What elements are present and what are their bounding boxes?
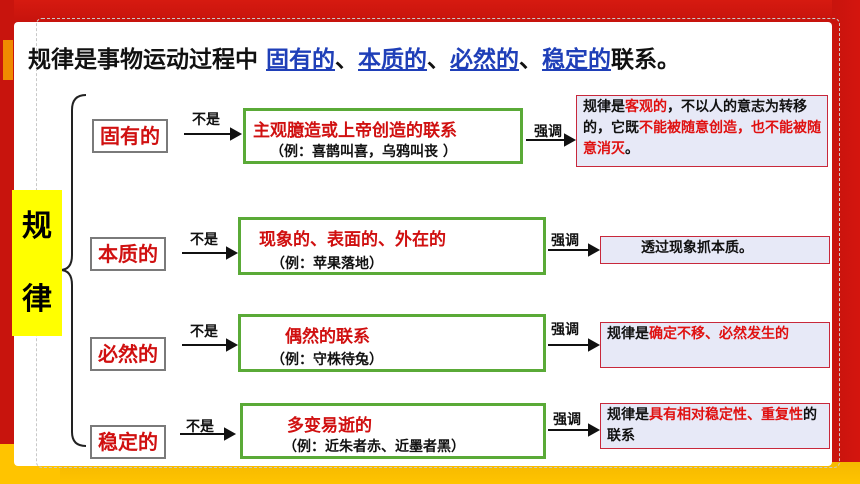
not-is-4: 不是 [186, 419, 214, 435]
negation-example-4: （例：近朱者赤、近墨者黑） [283, 439, 465, 455]
label-essential: 本质的 [90, 237, 166, 271]
point-3-a: 规律是 [607, 326, 649, 342]
frame-right-bar [832, 0, 860, 484]
title-prefix: 规律是事物运动过程中 [28, 47, 258, 73]
point-1-d: 不能被随意创造，也不能被随意消灭 [583, 120, 821, 157]
point-1-b: 客观的 [625, 99, 667, 115]
side-tab-marker [3, 40, 13, 80]
root-brace [59, 94, 87, 447]
point-4-a: 规律是 [607, 407, 649, 423]
point-4-c: 的联系 [607, 407, 817, 444]
emphasis-label-2: 强调 [551, 233, 579, 249]
title-sep-3: 、 [519, 47, 543, 73]
negation-main-1: 主观臆造或上帝创造的联系 [253, 121, 457, 141]
title-sep-2: 、 [427, 47, 451, 73]
point-box-4: 规律是具有相对稳定性、重复性的联系 [600, 403, 830, 449]
emphasis-label-1: 强调 [534, 124, 562, 140]
title-term-inherent: 固有的 [266, 47, 336, 73]
root-char-2: 律 [22, 281, 52, 317]
not-is-3: 不是 [190, 324, 218, 340]
negation-example-1: （例：喜鹊叫喜，乌鸦叫丧 ） [270, 144, 457, 160]
point-1-c: ，不以人的意志为转移的，它既 [583, 99, 807, 136]
negation-box-2: 现象的、表面的、外在的 （例：苹果落地） [238, 217, 546, 275]
emphasis-label-4: 强调 [553, 412, 581, 428]
negation-example-2: （例：苹果落地） [271, 256, 383, 272]
title-term-stable: 稳定的 [542, 47, 612, 73]
negation-main-3: 偶然的联系 [285, 327, 370, 347]
point-box-3: 规律是确定不移、必然发生的 [600, 322, 830, 368]
root-char-1: 规 [22, 208, 52, 244]
negation-example-3: （例：守株待兔） [271, 352, 383, 368]
negation-box-1: 主观臆造或上帝创造的联系 （例：喜鹊叫喜，乌鸦叫丧 ） [243, 108, 523, 164]
point-box-1: 规律是客观的，不以人的意志为转移的，它既不能被随意创造，也不能被随意消灭。 [576, 95, 828, 167]
point-1-a: 规律是 [583, 99, 625, 115]
emphasis-label-3: 强调 [551, 322, 579, 338]
negation-main-4: 多变易逝的 [287, 416, 372, 436]
arrows-not-is [180, 127, 243, 441]
point-2-a: 透过现象抓本质。 [641, 240, 753, 256]
point-1-e: 。 [625, 141, 639, 157]
not-is-2: 不是 [190, 232, 218, 248]
title-term-essential: 本质的 [358, 47, 428, 73]
arrows-emphasis [526, 133, 601, 437]
label-stable: 稳定的 [90, 425, 166, 459]
title-sep-1: 、 [335, 47, 359, 73]
frame-top-bar [0, 0, 860, 26]
title-suffix: 联系。 [611, 47, 681, 73]
point-3-b: 确定不移、必然发生的 [649, 326, 789, 342]
point-box-2: 透过现象抓本质。 [600, 236, 830, 264]
label-inevitable: 必然的 [90, 337, 166, 371]
slide-title: 规律是事物运动过程中 固有的、本质的、必然的、稳定的联系。 [28, 40, 680, 74]
negation-main-2: 现象的、表面的、外在的 [259, 230, 446, 250]
negation-box-4: 多变易逝的 （例：近朱者赤、近墨者黑） [240, 403, 546, 459]
negation-box-3: 偶然的联系 （例：守株待兔） [238, 314, 546, 372]
point-4-b: 具有相对稳定性、重复性 [649, 407, 803, 423]
label-inherent: 固有的 [92, 119, 168, 153]
frame-left-bar [0, 0, 14, 484]
not-is-1: 不是 [192, 112, 220, 128]
root-node-law: 规 律 [12, 190, 62, 336]
title-term-inevitable: 必然的 [450, 47, 520, 73]
